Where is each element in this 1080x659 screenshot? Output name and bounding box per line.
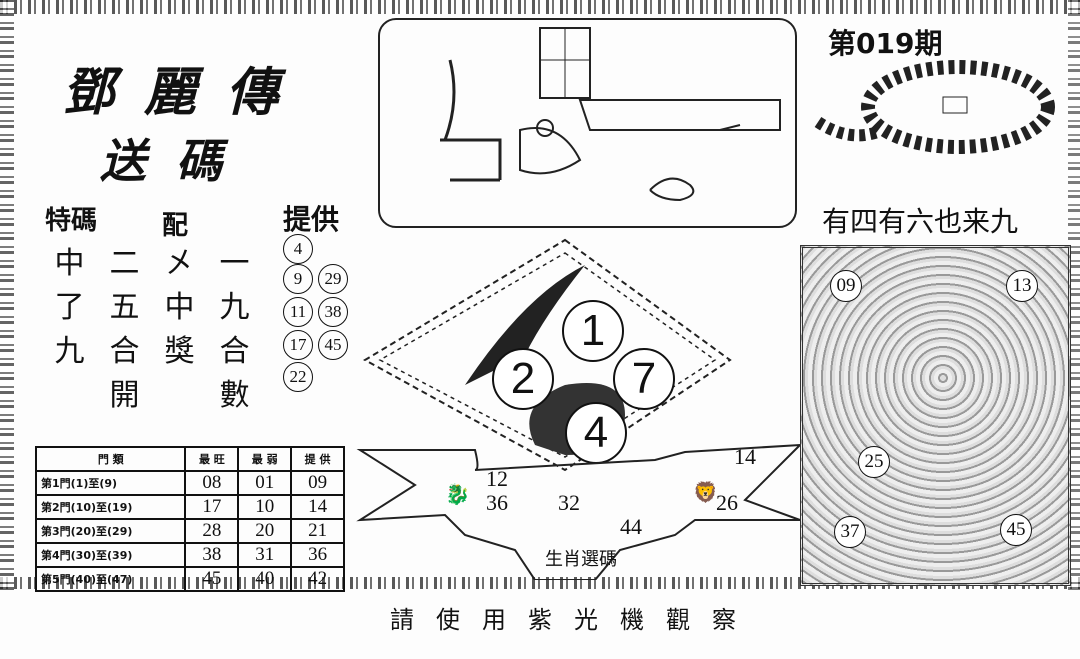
- door-value: 40: [237, 566, 293, 592]
- tema-grid: 中二㐅一了五中九九合獎合開數: [42, 238, 262, 414]
- tema-char: 合: [219, 334, 250, 369]
- tema-char: 九: [219, 290, 250, 325]
- tema-char: 一: [219, 246, 250, 281]
- tema-char: [152, 370, 207, 414]
- provide-number: 38: [318, 297, 348, 327]
- tema-char: 中: [164, 290, 195, 325]
- banner-number: 44: [620, 514, 642, 539]
- banner-number: 36: [486, 490, 508, 515]
- tema-char: 獎: [164, 334, 195, 369]
- door-value: 36: [290, 542, 345, 568]
- door-value: 45: [184, 566, 240, 592]
- issue-number: 第019期: [828, 27, 943, 60]
- decorative-border-left: [0, 0, 14, 590]
- buddha-number: 25: [858, 446, 890, 478]
- banner-number: 14: [734, 444, 756, 469]
- footer-text: 請使用紫光機觀察: [390, 606, 758, 634]
- dragon-icon: 🐉: [445, 482, 470, 506]
- provide-number: 17: [283, 330, 313, 360]
- table-header: 提 供: [290, 446, 345, 472]
- pei-label: 配: [162, 211, 189, 241]
- decorative-border-top: [0, 0, 1080, 14]
- door-value: 08: [184, 470, 240, 496]
- tema-char: 了: [54, 290, 85, 325]
- door-range: 第1門(1)至(9): [34, 470, 187, 496]
- buddha-number: 45: [1000, 514, 1032, 546]
- illustration-box: [378, 18, 797, 228]
- zodiac-banner: [356, 443, 803, 580]
- decorative-border-right: [1068, 0, 1080, 590]
- provide-number: 11: [283, 297, 313, 327]
- door-value: 10: [237, 494, 293, 520]
- provide-number: 4: [283, 234, 313, 264]
- lion-icon: 🦁: [693, 480, 718, 504]
- door-value: 38: [184, 542, 240, 568]
- door-value: 17: [184, 494, 240, 520]
- provide-number: 29: [318, 264, 348, 294]
- provide-number: 45: [318, 330, 348, 360]
- tema-char: 開: [109, 378, 140, 413]
- table-header: 最 旺: [184, 446, 240, 472]
- tema-heading: 特碼: [45, 206, 98, 236]
- door-value: 21: [290, 518, 345, 544]
- tema-char: 九: [54, 334, 85, 369]
- door-value: 20: [237, 518, 293, 544]
- banner-number: 12: [486, 466, 508, 491]
- door-value: 42: [290, 566, 345, 592]
- zodiac-pick-label: 生肖選碼: [545, 549, 617, 570]
- door-value: 31: [237, 542, 293, 568]
- tema-char: 數: [219, 378, 250, 413]
- tema-char: 㐅: [164, 246, 195, 281]
- provide-number: 9: [283, 264, 313, 294]
- provide-heading: 提供: [283, 203, 340, 236]
- bead-necklace-icon: [814, 60, 1055, 154]
- door-value: 09: [290, 470, 345, 496]
- door-range: 第5門(40)至(47): [34, 566, 187, 592]
- door-value: 14: [290, 494, 345, 520]
- buddha-number: 13: [1006, 270, 1038, 302]
- number-ball: 2: [492, 348, 554, 410]
- diamond-frame: [362, 238, 732, 472]
- number-ball: 1: [562, 300, 624, 362]
- provide-number: 22: [283, 362, 313, 392]
- subtitle-calligraphy: 送碼: [100, 134, 252, 188]
- table-header: 最 弱: [237, 446, 293, 472]
- door-range: 第4門(30)至(39): [34, 542, 187, 568]
- title-calligraphy: 鄧麗傳: [62, 62, 309, 123]
- number-ball: 4: [565, 402, 627, 464]
- buddha-number: 09: [830, 270, 862, 302]
- tema-char: 二: [109, 246, 140, 281]
- riddle-text: 有四有六也来九: [822, 205, 1019, 238]
- door-range: 第2門(10)至(19): [34, 494, 187, 520]
- banner-number: 26: [716, 490, 738, 515]
- number-ball: 7: [613, 348, 675, 410]
- scholar-illustration: [440, 27, 781, 202]
- buddha-number: 37: [834, 516, 866, 548]
- tema-char: 中: [54, 246, 85, 281]
- tema-char: 合: [109, 334, 140, 369]
- tema-char: 五: [109, 290, 140, 325]
- door-range: 第3門(20)至(29): [34, 518, 187, 544]
- door-value: 01: [237, 470, 293, 496]
- tema-char: [42, 370, 97, 414]
- table-header: 門 類: [34, 446, 187, 472]
- door-value: 28: [184, 518, 240, 544]
- banner-number: 32: [558, 490, 580, 515]
